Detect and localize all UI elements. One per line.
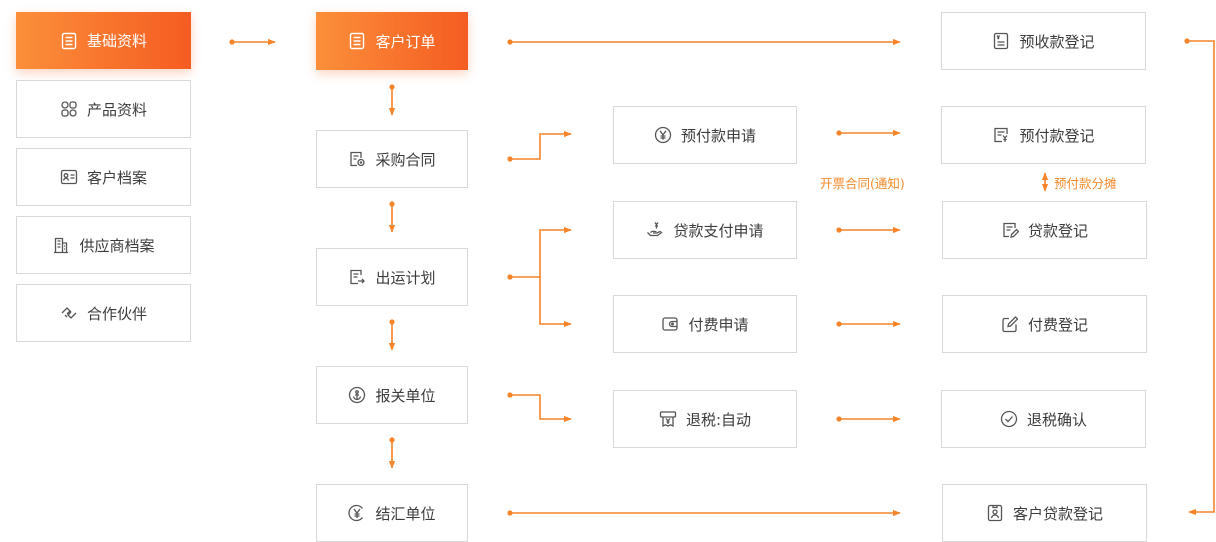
settlement-unit-label: 结汇单位 <box>375 504 436 523</box>
document-list-icon <box>60 32 78 50</box>
prepay-register-button[interactable]: 预付款登记 <box>941 106 1146 164</box>
loan-register-label: 贷款登记 <box>1027 221 1088 240</box>
prereceipt-register-label: 预收款登记 <box>1019 32 1095 51</box>
contract-icon <box>348 150 366 168</box>
purchase-contract-label: 采购合同 <box>375 150 436 169</box>
id-card-icon <box>60 168 78 186</box>
loan-pay-apply-button[interactable]: 贷款支付申请 <box>613 201 797 259</box>
customer-order-button[interactable]: 客户订单 <box>316 12 468 70</box>
product-data-button[interactable]: 产品资料 <box>16 80 191 138</box>
prepay-split-note: 预付款分摊 <box>1054 176 1117 191</box>
connector-prereceipt-to-customer-loan <box>1187 40 1215 516</box>
receipt-check-icon <box>992 32 1010 50</box>
customer-order-label: 客户订单 <box>375 32 436 51</box>
supplier-profile-label: 供应商档案 <box>79 236 155 255</box>
loan-register-button[interactable]: 贷款登记 <box>942 201 1147 259</box>
plan-export-icon <box>348 268 366 286</box>
supplier-profile-button[interactable]: 供应商档案 <box>16 216 191 274</box>
prepay-apply-label: 预付款申请 <box>680 126 756 145</box>
document-list-icon <box>348 32 366 50</box>
customer-loan-register-label: 客户贷款登记 <box>1012 504 1103 523</box>
check-circle-icon <box>1000 410 1018 428</box>
yen-exchange-icon <box>348 504 366 522</box>
handshake-icon <box>60 304 78 322</box>
tax-refund-auto-button[interactable]: 退税:自动 <box>613 390 797 448</box>
invoice-contract-note: 开票合同(通知) <box>820 176 905 191</box>
product-data-label: 产品资料 <box>86 100 147 119</box>
prepay-register-label: 预付款登记 <box>1019 126 1095 145</box>
wallet-icon <box>661 315 679 333</box>
settlement-unit-button[interactable]: 结汇单位 <box>316 484 468 542</box>
tax-refund-confirm-label: 退税确认 <box>1026 410 1087 429</box>
connector-shipping-to-fee <box>539 277 572 328</box>
customer-loan-register-button[interactable]: 客户贷款登记 <box>942 484 1147 542</box>
fee-apply-button[interactable]: 付费申请 <box>613 295 797 353</box>
tax-refund-auto-label: 退税:自动 <box>685 410 752 429</box>
user-badge-icon <box>986 504 1004 522</box>
connector-purchase-to-prepay <box>510 130 572 160</box>
partner-label: 合作伙伴 <box>86 304 147 323</box>
shipping-plan-label: 出运计划 <box>375 268 436 287</box>
connector-customs-to-refund <box>510 394 572 423</box>
customs-unit-button[interactable]: 报关单位 <box>316 366 468 424</box>
yen-circle-icon <box>654 126 672 144</box>
fee-register-button[interactable]: 付费登记 <box>942 295 1147 353</box>
fee-register-label: 付费登记 <box>1027 315 1088 334</box>
receipt-yen-icon <box>659 410 677 428</box>
ledger-yen-icon <box>992 126 1010 144</box>
customer-profile-button[interactable]: 客户档案 <box>16 148 191 206</box>
customs-unit-label: 报关单位 <box>375 386 436 405</box>
edit-icon <box>1001 315 1019 333</box>
prepay-apply-button[interactable]: 预付款申请 <box>613 106 797 164</box>
loan-pay-apply-label: 贷款支付申请 <box>673 221 764 240</box>
customer-profile-label: 客户档案 <box>86 168 147 187</box>
partner-button[interactable]: 合作伙伴 <box>16 284 191 342</box>
grid-squares-icon <box>60 100 78 118</box>
base-data-button[interactable]: 基础资料 <box>16 12 191 69</box>
base-data-label: 基础资料 <box>86 32 147 50</box>
shipping-plan-button[interactable]: 出运计划 <box>316 248 468 306</box>
fee-apply-label: 付费申请 <box>688 315 749 334</box>
prereceipt-register-button[interactable]: 预收款登记 <box>941 12 1146 70</box>
hand-money-icon <box>646 221 664 239</box>
tax-refund-confirm-button[interactable]: 退税确认 <box>941 390 1146 448</box>
anchor-icon <box>348 386 366 404</box>
edit-document-icon <box>1001 221 1019 239</box>
connector-shipping-branch <box>510 226 572 278</box>
building-icon <box>52 236 70 254</box>
purchase-contract-button[interactable]: 采购合同 <box>316 130 468 188</box>
